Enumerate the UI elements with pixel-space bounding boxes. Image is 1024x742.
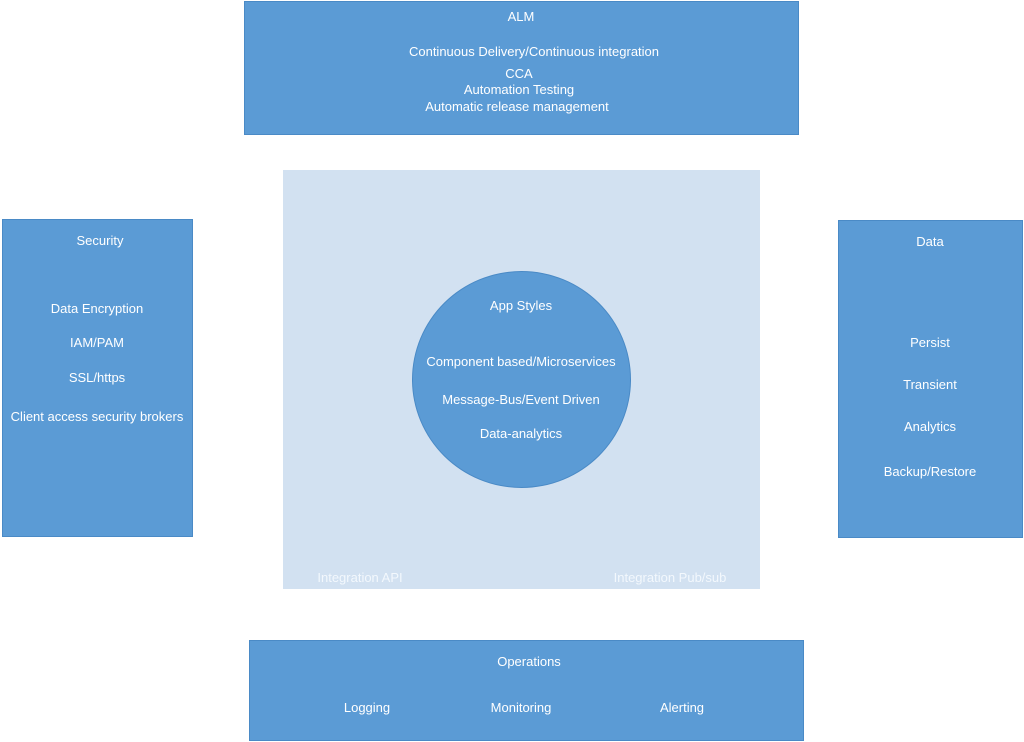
data-item-transient: Transient [903,377,957,392]
alm-box [244,1,799,135]
alm-item-release-management: Automatic release management [425,99,609,114]
app-styles-title: App Styles [489,298,553,313]
security-item-casb: Client access security brokers [10,409,184,424]
operations-box [249,640,804,741]
security-item-ssl-https: SSL/https [68,370,126,385]
data-item-analytics: Analytics [903,419,957,434]
operations-title: Operations [497,654,561,669]
security-item-data-encryption: Data Encryption [50,301,144,316]
integration-api-label: Integration API [317,570,403,585]
security-box [2,219,193,537]
operations-item-alerting: Alerting [659,700,705,715]
security-title: Security [76,233,124,248]
alm-item-ci-cd: Continuous Delivery/Continuous integrati… [408,44,660,59]
alm-item-cca: CCA [505,66,533,81]
data-item-backup-restore: Backup/Restore [883,464,977,479]
app-styles-item-message-bus: Message-Bus/Event Driven [442,392,600,407]
operations-item-logging: Logging [343,700,391,715]
operations-item-monitoring: Monitoring [490,700,552,715]
security-item-iam-pam: IAM/PAM [70,335,124,350]
alm-title: ALM [507,9,535,24]
integration-pubsub-label: Integration Pub/sub [613,570,727,585]
data-item-persist: Persist [910,335,950,350]
app-styles-item-data-analytics: Data-analytics [479,426,563,441]
data-title: Data [916,234,944,249]
app-styles-circle [412,271,631,488]
alm-item-automation-testing: Automation Testing [463,82,575,97]
app-styles-item-microservices: Component based/Microservices [426,354,616,369]
data-box [838,220,1023,538]
